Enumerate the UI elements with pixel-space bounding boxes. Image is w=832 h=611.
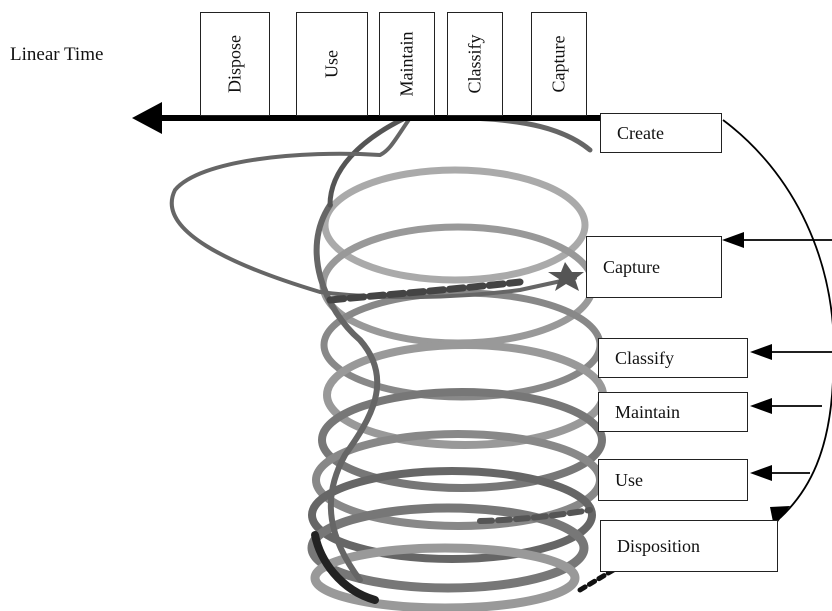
stage-box-use: Use [598,459,748,501]
stage-arrows [735,240,832,473]
phase-box-dispose: Dispose [200,12,270,116]
phase-box-capture: Capture [531,12,587,116]
stage-box-maintain: Maintain [598,392,748,432]
timeline-label: Linear Time [10,44,103,66]
phase-box-maintain: Maintain [379,12,435,116]
stage-box-capture: Capture [586,236,722,298]
phase-label: Capture [549,36,570,93]
stage-box-create: Create [600,113,722,153]
phase-box-use: Use [296,12,368,116]
phase-box-classify: Classify [447,12,503,116]
stage-box-disposition: Disposition [600,520,778,572]
phase-label: Maintain [397,32,418,97]
phase-label: Use [322,50,343,78]
phase-label: Dispose [225,35,246,93]
spiral-helix [172,117,630,608]
timeline-arrowhead [132,102,162,134]
stage-box-classify: Classify [598,338,748,378]
phase-label: Classify [465,34,486,93]
